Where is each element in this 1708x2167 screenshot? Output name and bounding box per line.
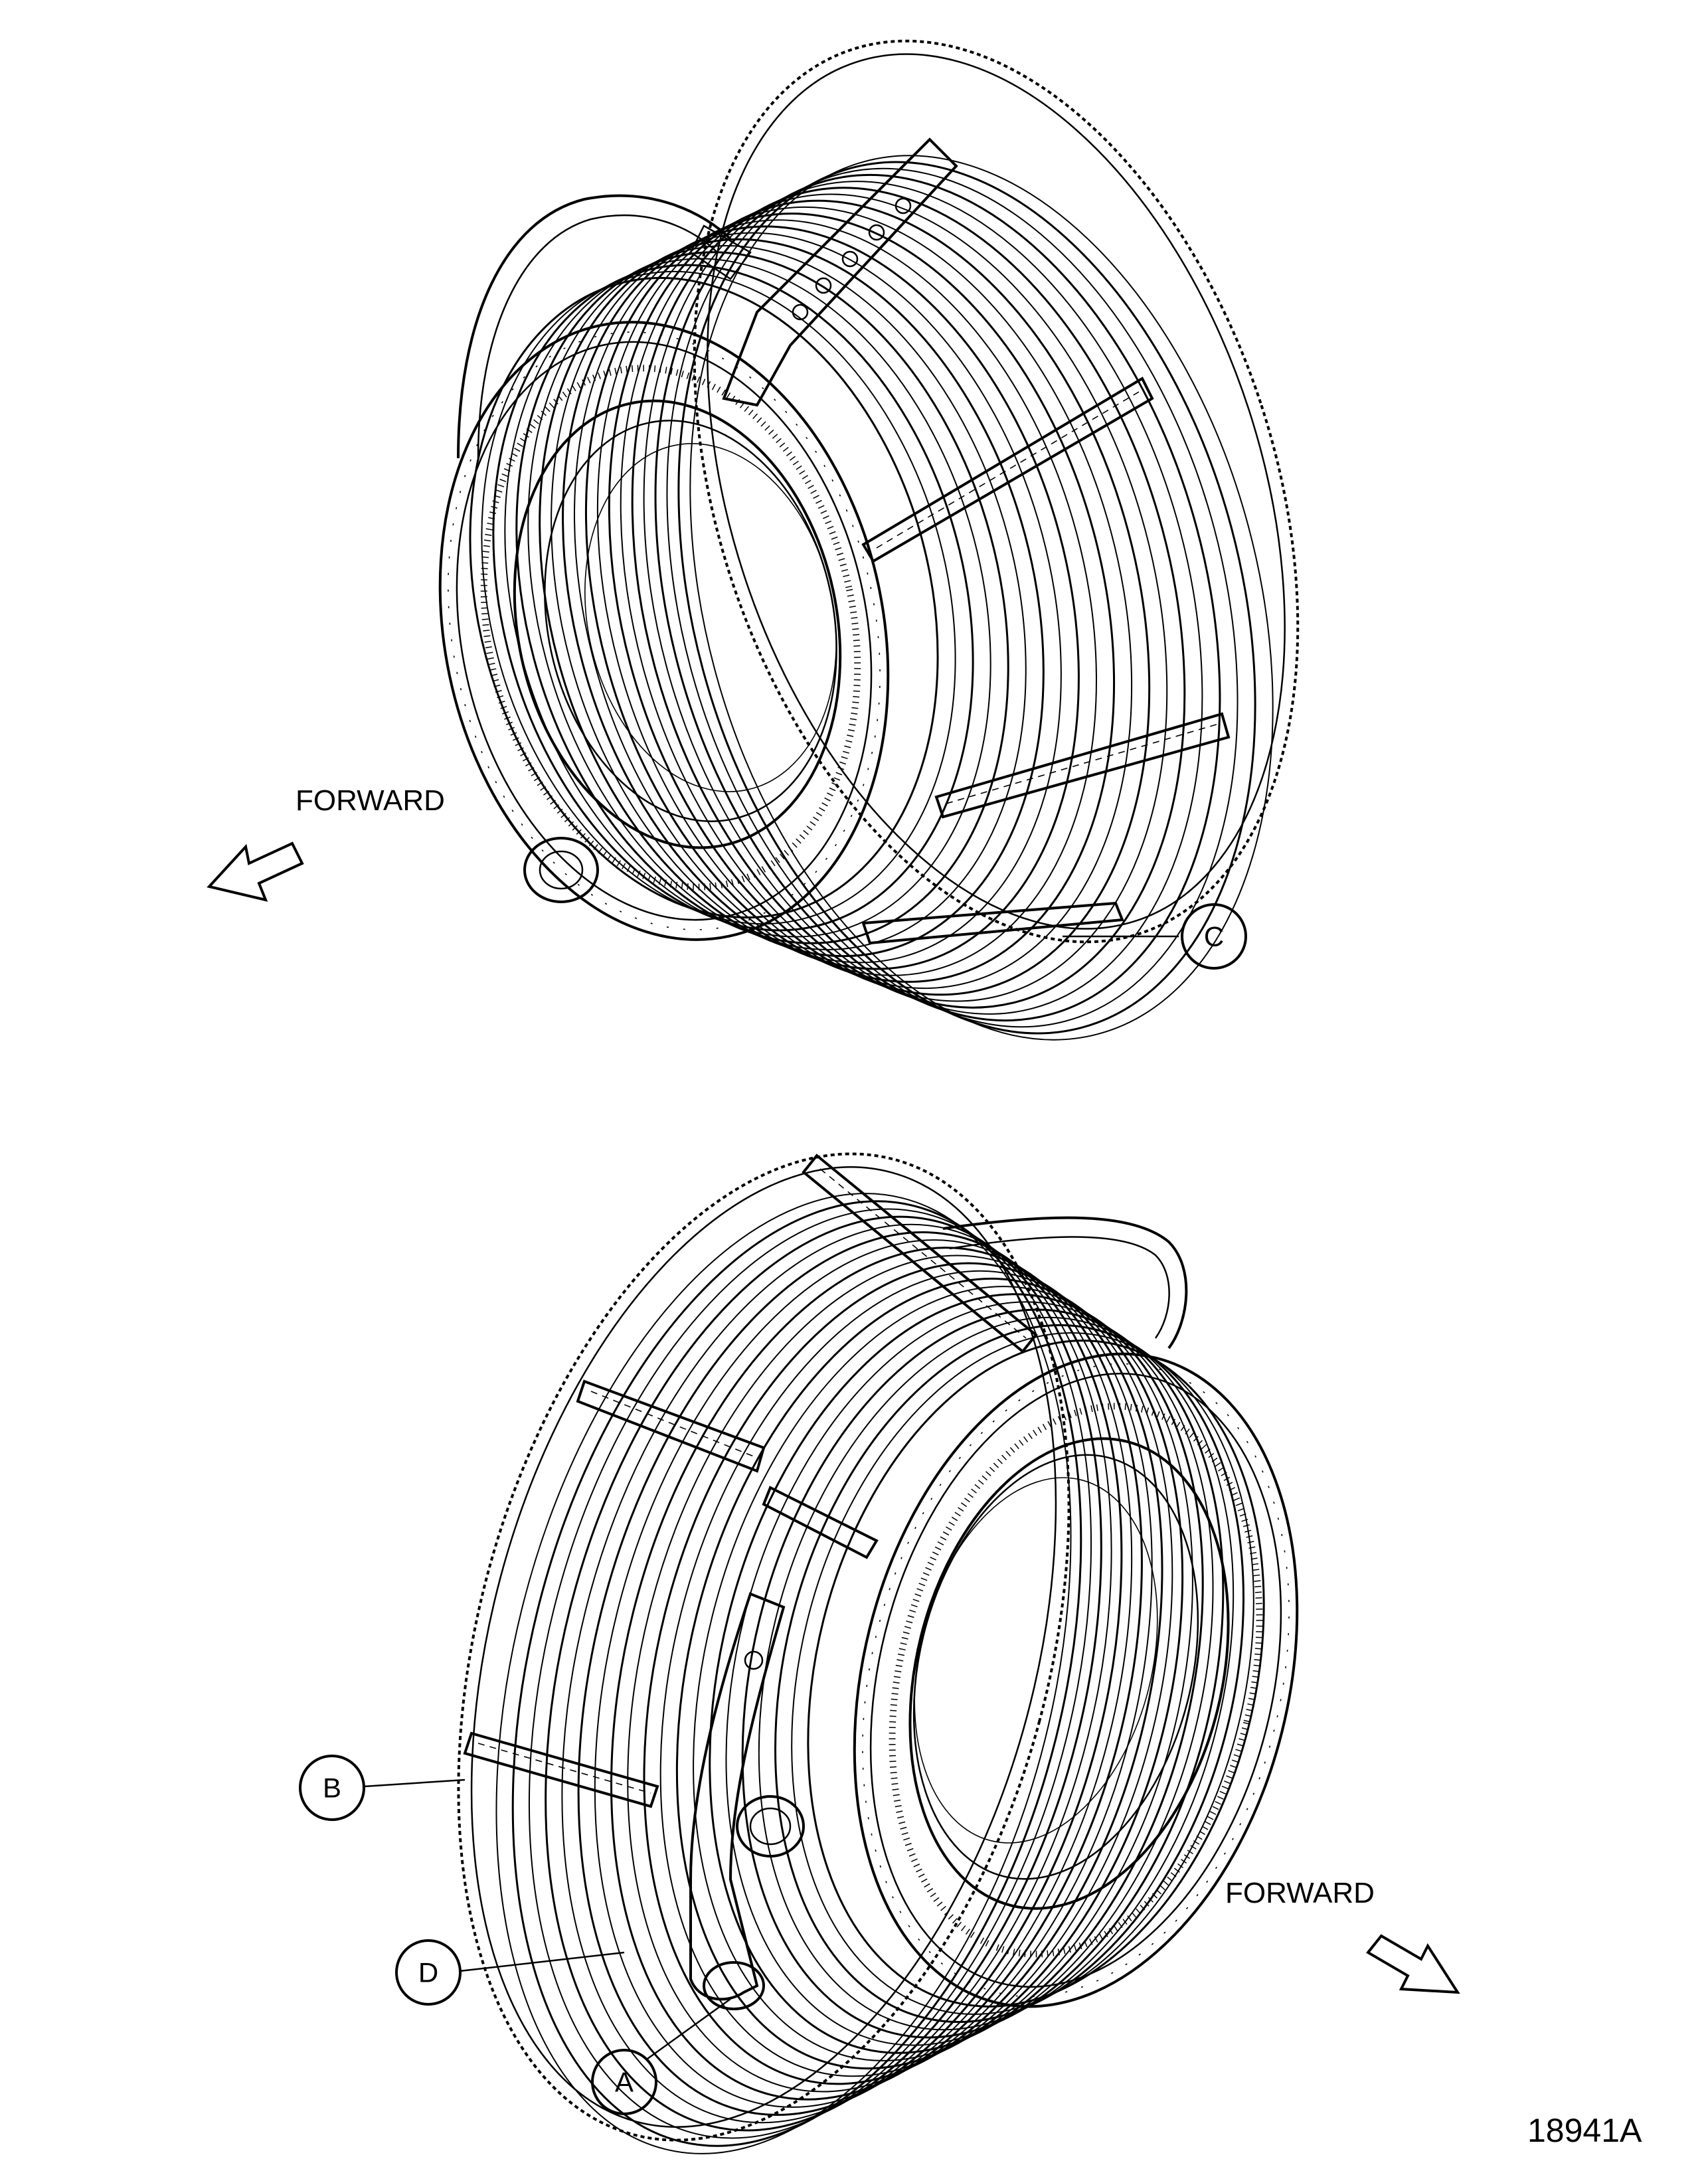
top-inner-vanes xyxy=(480,365,861,891)
top-manifold-assembly xyxy=(438,39,1300,1041)
bottom-feed-hose xyxy=(942,1216,1188,1349)
top-drain-fitting xyxy=(523,837,599,903)
bottom-inner-bore xyxy=(908,1437,1230,1910)
bottom-bracket-mid-right xyxy=(762,1486,879,1559)
bottom-drain-manifold xyxy=(689,1592,805,2010)
callout-c: C xyxy=(1063,903,1247,970)
callout-d-label: D xyxy=(418,1957,438,1988)
tube-ring xyxy=(577,1231,1123,2116)
callout-b: B xyxy=(299,1755,466,1821)
tube-ring xyxy=(495,1193,1072,2154)
top-bracket-bottom xyxy=(861,901,1124,945)
callout-c-label: C xyxy=(1204,921,1224,952)
tube-ring xyxy=(584,213,1116,983)
callout-b-label: B xyxy=(323,1773,341,1804)
tube-ring xyxy=(481,270,956,925)
bottom-bracket-b xyxy=(463,1731,659,1808)
bottom-inner-bore-liner xyxy=(912,1454,1199,1880)
bottom-front-flange xyxy=(853,1352,1299,2008)
tube-ring xyxy=(643,1262,1163,2085)
top-feed-hose xyxy=(457,194,732,459)
bottom-bracket-mid-left xyxy=(576,1379,766,1473)
tube-ring xyxy=(539,238,1045,958)
bottom-feed-hose-inner xyxy=(949,1236,1170,1339)
forward-label-bottom: FORWARD xyxy=(1225,1877,1375,1909)
top-inner-bore-deep xyxy=(584,443,837,792)
tube-ring xyxy=(528,1208,1092,2139)
tube-ring xyxy=(643,181,1203,1015)
bottom-outer-flange-inner xyxy=(470,1166,1057,2128)
bottom-front-flange-bolts xyxy=(862,1363,1290,1998)
callout-a: A xyxy=(591,1998,731,2115)
bottom-manifold-assembly xyxy=(457,1152,1299,2154)
tube-ring xyxy=(492,264,974,932)
top-inner-bore xyxy=(513,399,842,849)
forward-arrow-bottom xyxy=(1365,1934,1460,1994)
bottom-outer-flange xyxy=(457,1152,1070,2142)
tube-ring xyxy=(709,1293,1204,2054)
bottom-inner-bore-deep xyxy=(914,1477,1158,1844)
forward-arrow-top xyxy=(207,841,304,902)
tube-ring xyxy=(608,199,1151,996)
bottom-bracket-top xyxy=(802,1154,1038,1353)
tube-ring xyxy=(689,155,1274,1041)
top-front-flange-inner xyxy=(456,341,873,921)
tube-ring xyxy=(807,1340,1265,2008)
callout-a-label: A xyxy=(615,2067,634,2098)
top-front-flange xyxy=(438,321,890,941)
tube-ring xyxy=(515,251,1009,944)
tube-ring xyxy=(610,1247,1143,2101)
tube-ring xyxy=(677,161,1256,1035)
callout-d: D xyxy=(395,1939,625,2006)
tube-ring xyxy=(594,1239,1133,2108)
tube-ring xyxy=(511,1200,1082,2147)
top-manifold-block xyxy=(689,137,958,407)
top-outer-flange-inner-edge xyxy=(707,53,1286,930)
top-front-flange-bolts xyxy=(448,331,881,930)
top-bracket-lower xyxy=(934,712,1231,819)
tube-ring xyxy=(666,167,1238,1028)
top-tube-bundle xyxy=(469,155,1274,1041)
tube-ring xyxy=(469,277,939,918)
top-outer-flange xyxy=(693,39,1300,944)
tube-ring xyxy=(654,174,1221,1021)
figure-number: 18941A xyxy=(1527,2112,1642,2149)
tube-ring xyxy=(545,1215,1102,2132)
forward-label-top: FORWARD xyxy=(296,784,445,817)
tube-ring xyxy=(551,232,1062,964)
top-feed-hose-inner xyxy=(477,214,718,459)
bottom-front-flange-inner xyxy=(869,1373,1282,1988)
bottom-tube-bundle xyxy=(495,1193,1265,2154)
top-bracket-upper xyxy=(861,377,1154,563)
